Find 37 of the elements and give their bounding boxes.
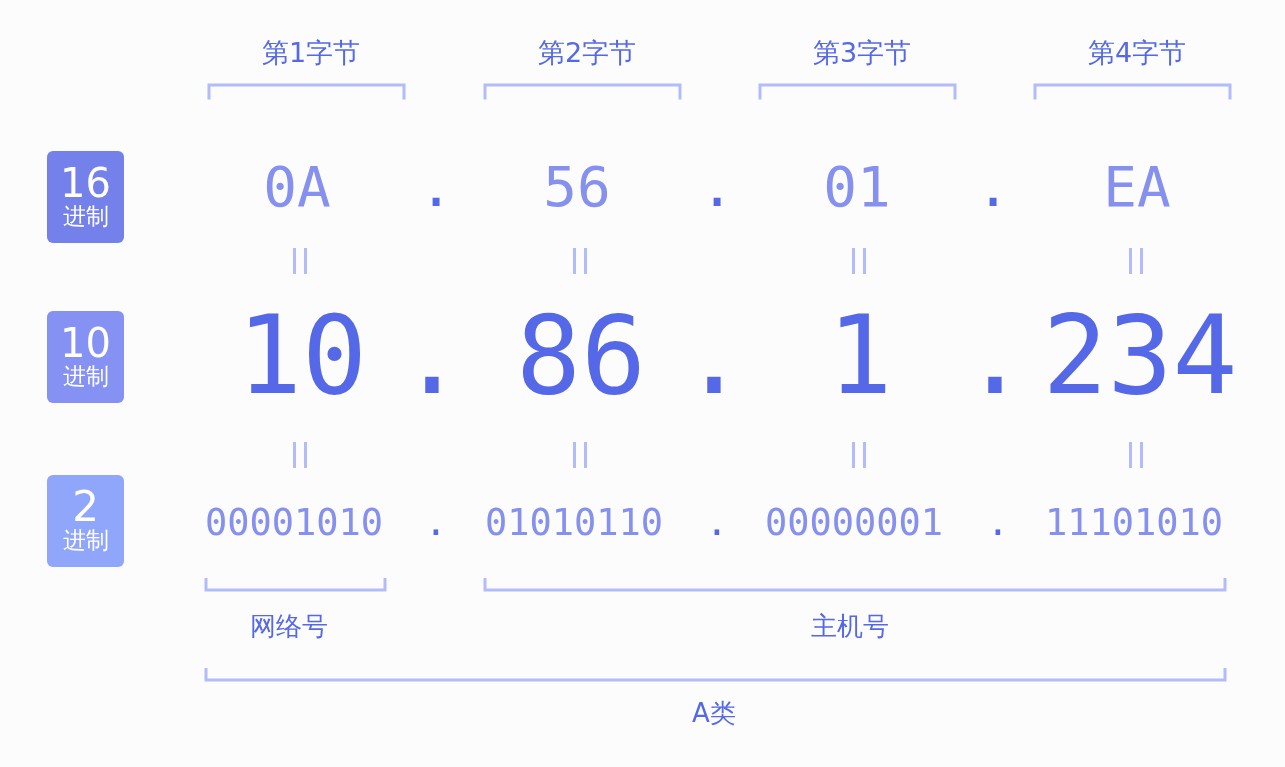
base-unit: 进制 <box>62 204 109 228</box>
decimal-value: 86 <box>516 302 646 410</box>
hex-value: 56 <box>543 159 611 215</box>
hex-value: 0A <box>263 159 331 215</box>
byte-label: 第2字节 <box>537 38 637 66</box>
binary-value: 01010110 <box>484 503 664 541</box>
base-unit: 进制 <box>62 528 109 552</box>
decimal-value: 10 <box>237 302 367 410</box>
hex-value: EA <box>1103 159 1171 215</box>
base-badge <box>47 311 124 403</box>
decimal-value: 234 <box>1042 302 1238 410</box>
dot-separator: . <box>681 302 747 410</box>
binary-value: 11101010 <box>1044 503 1224 541</box>
base-number: 10 <box>60 323 111 363</box>
dot-separator: . <box>399 302 465 410</box>
binary-value: 00001010 <box>204 503 384 541</box>
base-badge <box>47 151 124 243</box>
base-number: 16 <box>60 163 111 203</box>
address-class-label: A类 <box>692 700 736 726</box>
byte-label: 第3字节 <box>812 38 912 66</box>
dot-separator: . <box>419 159 453 215</box>
host-part-label: 主机号 <box>811 613 889 639</box>
dot-separator: . <box>976 159 1010 215</box>
hex-value: 01 <box>823 159 891 215</box>
dot-separator: . <box>700 159 734 215</box>
dot-separator: . <box>986 503 1010 541</box>
network-part-label: 网络号 <box>250 613 328 639</box>
base-number: 2 <box>72 486 99 528</box>
byte-label: 第4字节 <box>1087 38 1187 66</box>
byte-label: 第1字节 <box>261 38 361 66</box>
dot-separator: . <box>705 503 729 541</box>
binary-value: 00000001 <box>764 503 944 541</box>
dot-separator: . <box>424 503 448 541</box>
decimal-value: 1 <box>827 302 893 410</box>
base-badge <box>47 475 124 567</box>
base-unit: 进制 <box>62 364 109 388</box>
dot-separator: . <box>962 302 1028 410</box>
